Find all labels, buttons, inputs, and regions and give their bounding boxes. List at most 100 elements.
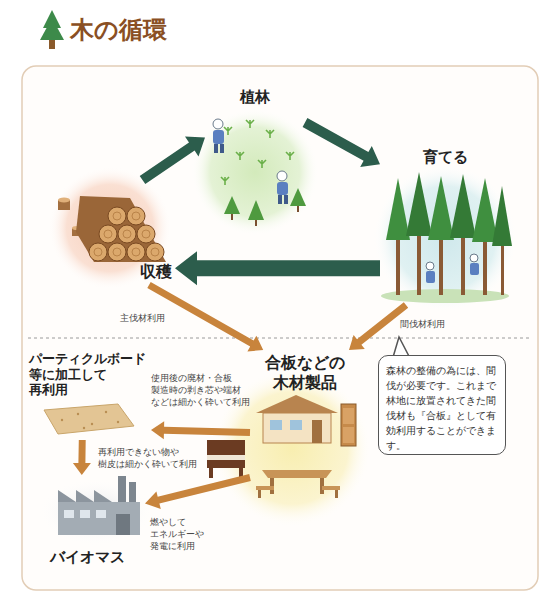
planting-picture bbox=[278, 195, 282, 204]
node-heading: パーティクルボード 等に加工して 再利用 bbox=[29, 351, 148, 398]
planting-picture bbox=[213, 130, 224, 144]
divider-line bbox=[28, 338, 532, 339]
node-heading: 収穫 bbox=[140, 262, 172, 282]
particle-board-picture bbox=[83, 427, 85, 429]
harvest-logs-picture bbox=[127, 207, 145, 225]
particle-board-picture bbox=[105, 411, 107, 413]
planting-picture bbox=[191, 108, 319, 236]
panel bbox=[22, 66, 538, 590]
growing-trees-picture bbox=[381, 289, 509, 303]
growing-trees-picture bbox=[373, 164, 517, 312]
wood-products-picture bbox=[263, 413, 331, 443]
node-heading: バイオマス bbox=[50, 548, 125, 567]
harvest-logs-picture bbox=[76, 196, 166, 262]
edge-label: 間伐材利用 bbox=[400, 318, 448, 330]
particle-board-picture bbox=[61, 411, 119, 429]
harvest-logs-picture bbox=[99, 225, 117, 243]
planting-picture bbox=[213, 119, 223, 129]
growing-trees-picture bbox=[426, 271, 435, 283]
biomass-factory-picture bbox=[80, 510, 90, 518]
edge-label: 使用後の廃材・合板 製造時の剥き芯や端材 などは細かく砕いて利用 bbox=[151, 372, 247, 408]
wood-products-picture bbox=[207, 455, 245, 460]
edge-label: 燃やして エネルギーや 発電に利用 bbox=[150, 516, 210, 552]
process-node: パーティクルボード 等に加工して 再利用 bbox=[26, 348, 151, 440]
growing-trees-picture bbox=[386, 178, 410, 240]
planting-picture bbox=[220, 144, 224, 153]
growing-trees-picture bbox=[492, 186, 512, 246]
flow-arrow bbox=[145, 474, 251, 509]
particle-board-picture bbox=[61, 419, 63, 421]
biomass-factory-picture bbox=[58, 490, 112, 502]
harvest-logs-picture bbox=[48, 166, 172, 290]
harvest-logs-picture bbox=[132, 248, 140, 256]
title-tree-icon bbox=[40, 18, 64, 40]
flow-arrow bbox=[140, 137, 205, 185]
growing-trees-picture bbox=[426, 262, 434, 270]
harvest-logs-picture bbox=[89, 243, 107, 261]
process-node: バイオマス bbox=[30, 475, 145, 570]
biomass-factory-picture bbox=[38, 476, 154, 546]
wood-products-picture bbox=[256, 395, 338, 413]
harvest-logs-picture bbox=[127, 243, 145, 261]
particle-board-picture bbox=[91, 423, 93, 425]
harvest-logs-picture bbox=[118, 225, 136, 243]
planting-picture bbox=[277, 171, 287, 181]
edge-label: 再利用できない物や 樹皮は細かく砕いて利用 bbox=[98, 446, 198, 470]
harvest-logs-picture bbox=[94, 248, 102, 256]
node-heading: 植林 bbox=[240, 88, 270, 107]
diagram-title: 木の循環 bbox=[70, 14, 167, 46]
edge-label: 主伐材利用 bbox=[120, 312, 168, 324]
harvest-logs-picture bbox=[142, 230, 150, 238]
flow-arrow bbox=[151, 421, 250, 439]
harvest-logs-picture bbox=[104, 230, 112, 238]
planting-picture bbox=[214, 144, 218, 153]
biomass-factory-picture bbox=[118, 476, 126, 502]
wood-products-picture bbox=[312, 420, 322, 443]
planting-picture bbox=[277, 182, 288, 195]
wood-products-picture bbox=[207, 440, 245, 468]
wood-products-picture bbox=[341, 404, 356, 446]
note-text: 森林の整備の為には、間伐が必要です。これまで林地に放置されてきた間伐材も『合板』… bbox=[386, 363, 498, 453]
planting-picture bbox=[221, 120, 294, 185]
harvest-logs-picture bbox=[123, 230, 131, 238]
biomass-factory-picture bbox=[96, 510, 106, 518]
planting-picture bbox=[290, 188, 306, 206]
harvest-logs-picture bbox=[58, 198, 70, 203]
harvest-logs-picture bbox=[94, 212, 159, 256]
harvest-logs-picture bbox=[113, 248, 121, 256]
harvest-logs-picture bbox=[108, 207, 126, 225]
growing-trees-picture bbox=[373, 164, 517, 312]
planting-picture bbox=[284, 195, 288, 204]
biomass-factory-picture bbox=[58, 502, 140, 535]
particle-board-picture bbox=[77, 413, 79, 415]
harvest-logs-picture bbox=[132, 212, 140, 220]
harvest-logs-picture bbox=[108, 243, 126, 261]
process-node: 育てる bbox=[380, 145, 510, 305]
wood-products-picture bbox=[262, 470, 332, 478]
process-node: 収穫 bbox=[45, 180, 175, 285]
harvest-logs-picture bbox=[146, 243, 164, 261]
flow-arrow bbox=[303, 118, 380, 167]
wood-products-picture bbox=[258, 490, 261, 498]
wood-products-picture bbox=[343, 427, 354, 443]
wood-products-picture bbox=[209, 468, 213, 478]
wood-products-picture bbox=[270, 420, 282, 430]
title-tree-icon bbox=[49, 40, 55, 49]
particle-board-picture bbox=[44, 404, 134, 434]
particle-board-picture bbox=[44, 404, 134, 434]
planting-picture bbox=[231, 214, 233, 220]
harvest-logs-picture bbox=[113, 212, 121, 220]
growing-trees-picture bbox=[472, 178, 498, 242]
harvest-logs-picture bbox=[137, 225, 155, 243]
wood-products-picture bbox=[290, 420, 302, 430]
biomass-factory-picture bbox=[129, 482, 136, 502]
growing-trees-picture bbox=[406, 172, 432, 236]
planting-picture bbox=[248, 200, 264, 220]
planting-picture bbox=[297, 206, 299, 212]
node-heading: 合板などの 木材製品 bbox=[253, 353, 357, 393]
growing-trees-picture bbox=[470, 263, 479, 275]
